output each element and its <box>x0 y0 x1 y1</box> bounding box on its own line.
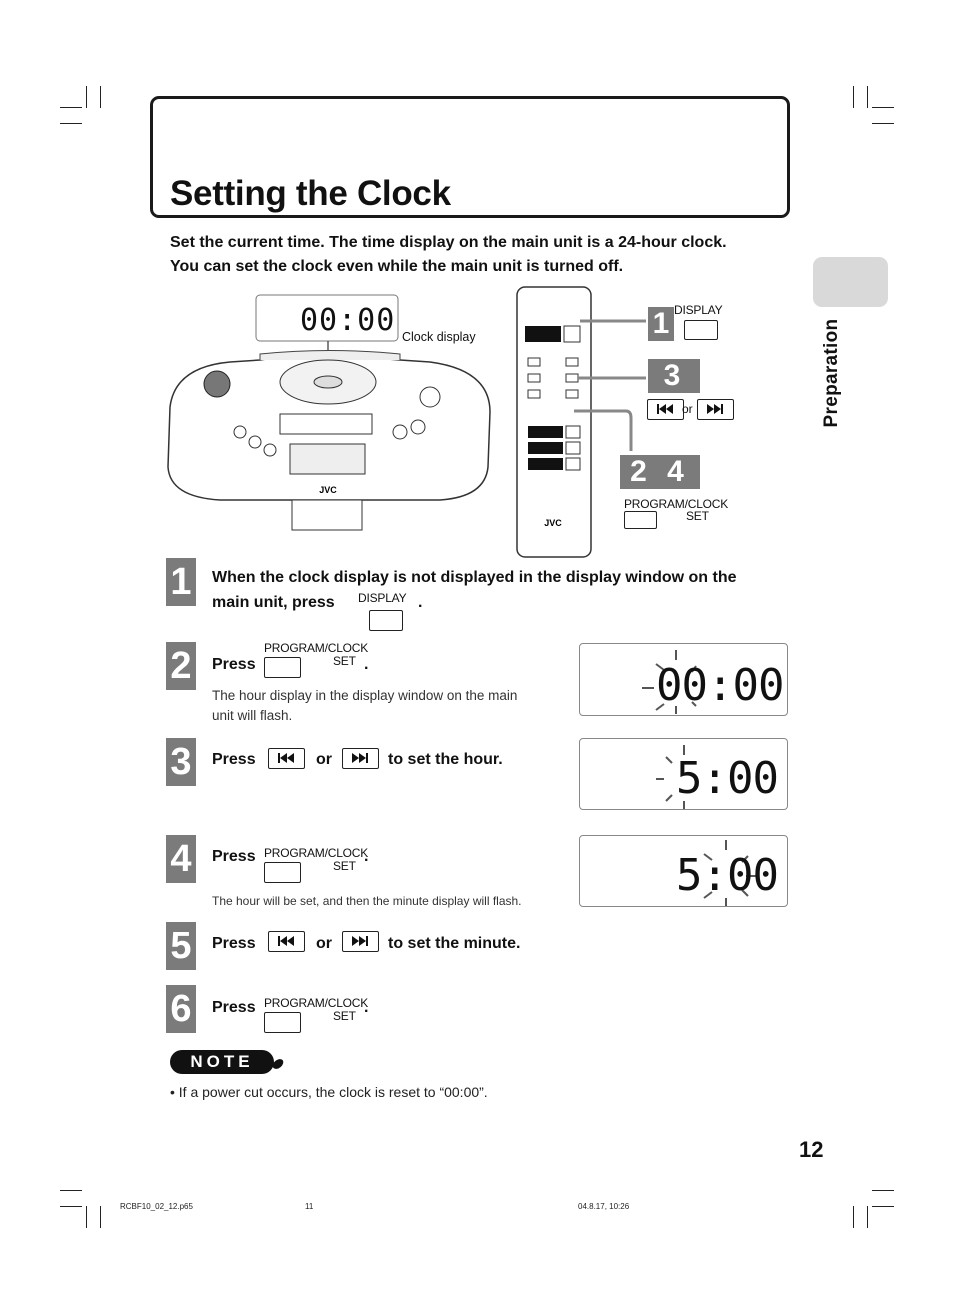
svg-text:JVC: JVC <box>319 485 337 495</box>
svg-text:JVC: JVC <box>544 518 562 528</box>
step-1-text: When the clock display is not displayed … <box>212 569 737 586</box>
set-label: SET <box>686 509 709 523</box>
display-label: DISPLAY <box>674 303 723 317</box>
step-6-end: . <box>364 999 369 1016</box>
step-1-display-button <box>369 610 403 631</box>
footer-date: 04.8.17, 10:26 <box>578 1202 630 1211</box>
step-1-text-2: main unit, press <box>212 594 335 611</box>
skip-back-icon <box>268 748 305 769</box>
step-2-lcd: 00:00 <box>579 643 788 716</box>
step-5-end: to set the minute. <box>388 935 521 952</box>
step-2-number: 2 <box>166 642 196 690</box>
step-4-program-button <box>264 862 301 883</box>
step-1-button-label: DISPLAY <box>358 591 407 605</box>
step-5-or: or <box>316 935 332 952</box>
note-text: • If a power cut occurs, the clock is re… <box>170 1084 488 1100</box>
program-clock-label: PROGRAM/CLOCK <box>624 497 729 511</box>
page-title: Setting the Clock <box>170 174 451 213</box>
skip-forward-icon <box>697 399 734 420</box>
step-3-number: 3 <box>166 738 196 786</box>
step-2-note: The hour display in the display window o… <box>212 688 518 703</box>
flash-rays-icon <box>642 650 697 714</box>
section-label: Preparation <box>821 318 842 428</box>
step-4-button-sub: SET <box>333 859 356 873</box>
remote-illustration: JVC <box>516 286 646 558</box>
step-4-lcd: 5:00 <box>579 835 788 907</box>
step-4-end: . <box>364 848 369 865</box>
step-1-number: 1 <box>166 558 196 606</box>
step-3-lcd: 5:00 <box>579 738 788 810</box>
step-4-number: 4 <box>166 835 196 883</box>
callout-2-4-6: 2 4 6 <box>620 455 700 522</box>
skip-back-icon <box>647 399 684 420</box>
step-2-text: Press <box>212 656 256 673</box>
step-3-or: or <box>316 751 332 768</box>
step-6-text: Press <box>212 999 256 1016</box>
flash-rays-icon <box>703 840 758 906</box>
footer-page: 11 <box>305 1202 314 1211</box>
step-3-end: to set the hour. <box>388 751 503 768</box>
step-1-end: . <box>418 594 423 611</box>
step-6-button-sub: SET <box>333 1009 356 1023</box>
display-button-icon <box>684 320 718 340</box>
or-label: or <box>682 402 693 416</box>
intro-line-2: You can set the clock even while the mai… <box>170 258 624 275</box>
step-2-program-button <box>264 657 301 678</box>
clock-display-value: 00:00 <box>300 303 396 338</box>
step-3-text: Press <box>212 751 256 768</box>
step-4-text: Press <box>212 848 256 865</box>
program-clock-button-icon <box>624 511 657 529</box>
skip-forward-icon <box>342 931 379 952</box>
flash-rays-icon <box>656 745 685 809</box>
boombox-illustration: JVC <box>167 294 491 531</box>
callout-1: 1 <box>648 307 674 341</box>
section-tab <box>813 257 888 307</box>
step-6-number: 6 <box>166 985 196 1033</box>
step-4-note: The hour will be set, and then the minut… <box>212 894 522 908</box>
step-2-button-label: PROGRAM/CLOCK <box>264 641 369 655</box>
callout-3-5: 3 5 <box>648 359 700 426</box>
step-5-number: 5 <box>166 922 196 970</box>
clock-display-label: Clock display <box>402 330 476 344</box>
step-6-button-label: PROGRAM/CLOCK <box>264 996 369 1010</box>
step-4-lcd-value: 5:00 <box>676 850 779 901</box>
step-5-text: Press <box>212 935 256 952</box>
step-2-note-2: unit will flash. <box>212 708 293 723</box>
skip-back-icon <box>268 931 305 952</box>
step-3-lcd-value: 5:00 <box>676 753 779 804</box>
step-4-button-label: PROGRAM/CLOCK <box>264 846 369 860</box>
step-2-end: . <box>364 656 369 673</box>
title-frame <box>150 96 790 218</box>
intro-line-1: Set the current time. The time display o… <box>170 234 727 251</box>
page-number: 12 <box>799 1137 824 1162</box>
step-6-program-button <box>264 1012 301 1033</box>
note-badge: NOTE <box>170 1050 274 1074</box>
step-2-button-sub: SET <box>333 654 356 668</box>
footer-file: RCBF10_02_12.p65 <box>120 1202 193 1211</box>
step-2-lcd-value: 00:00 <box>656 660 784 711</box>
skip-forward-icon <box>342 748 379 769</box>
